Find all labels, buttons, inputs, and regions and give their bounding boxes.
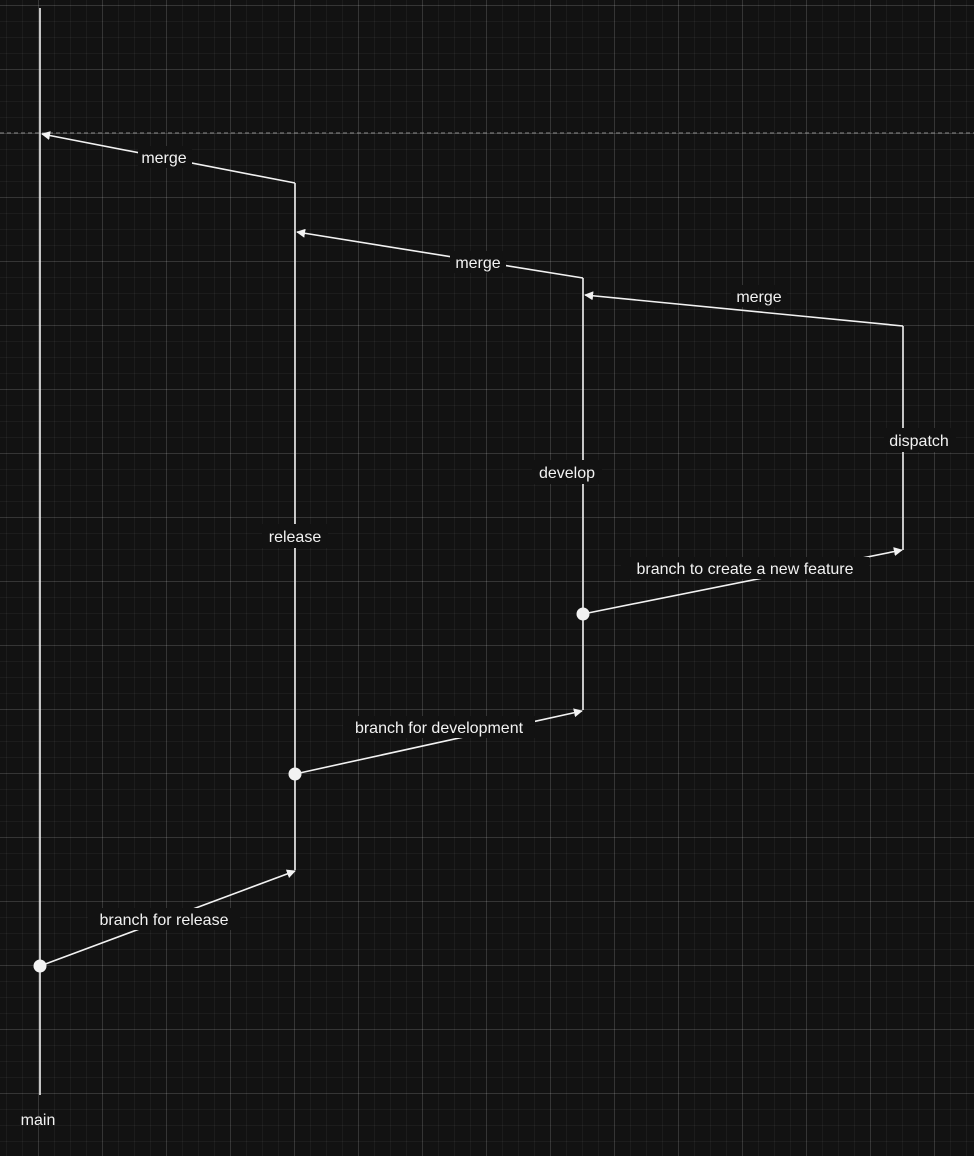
branch-new-feature-label: branch to create a new feature xyxy=(636,561,853,578)
main-branch-label: main xyxy=(21,1112,56,1129)
develop-label-bg xyxy=(532,460,602,484)
main-branch-point-dot[interactable] xyxy=(33,959,47,973)
merge-release-to-main-label: merge xyxy=(141,150,186,167)
release-label-bg xyxy=(262,524,328,548)
dispatch-label-bg xyxy=(884,428,956,452)
merge-feature-to-develop-arrow[interactable] xyxy=(584,291,904,327)
branch-development-label-bg xyxy=(343,716,535,738)
branch-release-label-bg xyxy=(88,908,240,930)
release-branch-point-dot[interactable] xyxy=(288,767,302,781)
merge-develop-to-release-label: merge xyxy=(455,255,500,272)
merge-label-bg-3 xyxy=(731,285,787,307)
merge-feature-to-develop-label: merge xyxy=(736,289,781,306)
merge-label-bg-2 xyxy=(450,251,506,273)
branch-for-development-label: branch for development xyxy=(355,720,524,737)
branch-for-release-label: branch for release xyxy=(100,912,229,929)
develop-branch-label: develop xyxy=(539,465,595,482)
develop-branch-point-dot[interactable] xyxy=(576,607,590,621)
branch-feature-label-bg xyxy=(621,557,869,579)
release-branch-label: release xyxy=(269,529,322,546)
merge-label-bg-1 xyxy=(138,146,192,168)
merge-develop-to-release-arrow[interactable] xyxy=(296,228,584,279)
dispatch-branch-label: dispatch xyxy=(889,433,949,450)
